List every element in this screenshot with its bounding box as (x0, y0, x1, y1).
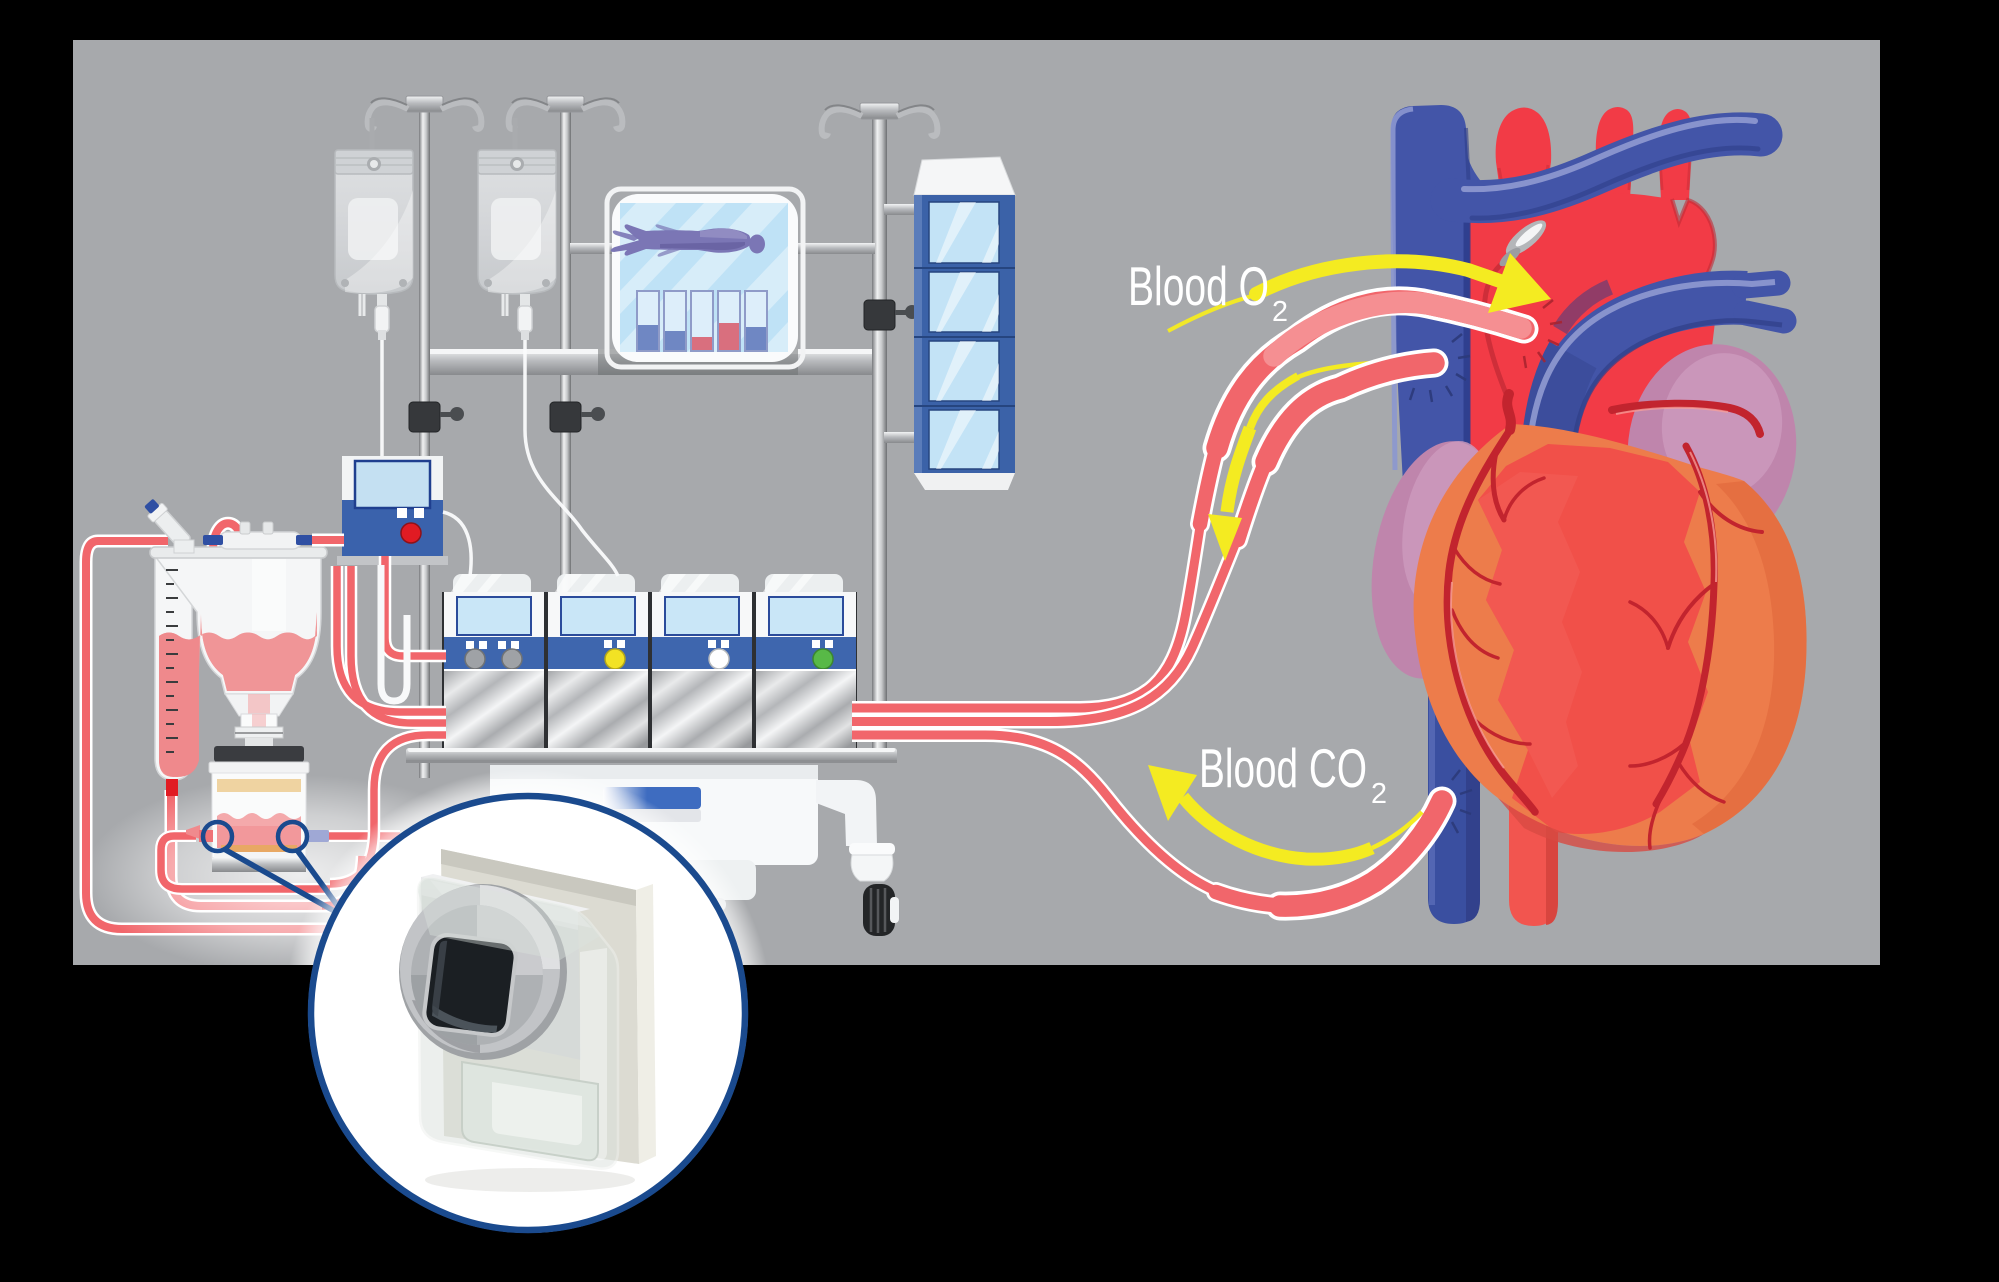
svg-text:Blood O: Blood O (1128, 255, 1269, 317)
svg-text:2: 2 (1272, 296, 1288, 328)
svg-text:2: 2 (1371, 778, 1387, 810)
svg-text:Blood CO: Blood CO (1199, 737, 1367, 799)
